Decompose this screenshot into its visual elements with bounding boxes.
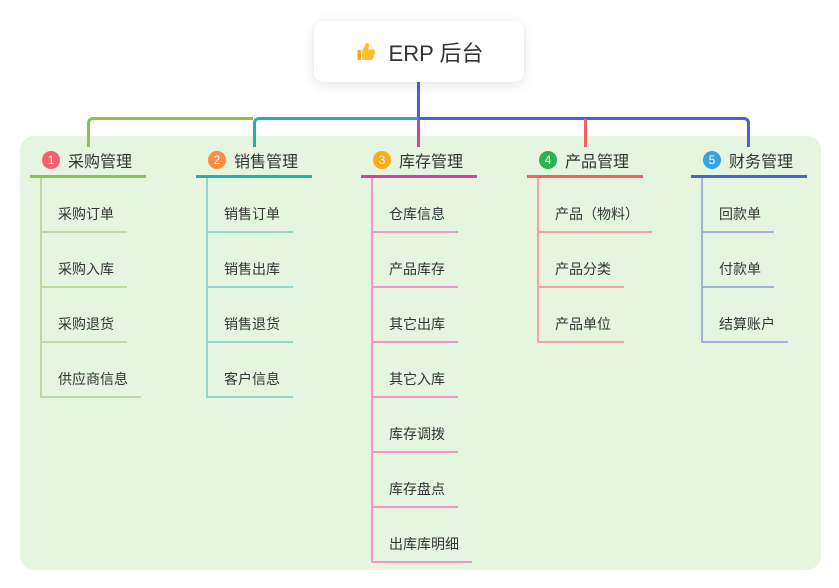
branch-label: 产品管理 (565, 154, 630, 171)
connector-branch-1 (87, 117, 253, 147)
connector-branch-3 (417, 119, 420, 147)
node-label: 产品库存 (373, 259, 458, 288)
branches-background-panel (20, 136, 821, 570)
mindmap-node[interactable]: 结算账户 (703, 288, 839, 343)
node-label: 采购退货 (42, 314, 127, 343)
branch-children: 产品（物料） 产品分类 产品单位 (537, 178, 692, 343)
node-label: 采购入库 (42, 259, 127, 288)
mindmap-node[interactable]: 销售出库 (208, 233, 361, 288)
node-label: 其它出库 (373, 314, 458, 343)
node-label: 付款单 (703, 259, 774, 288)
node-label: 库存盘点 (373, 479, 458, 508)
branch-label: 库存管理 (399, 154, 464, 171)
mindmap-node[interactable]: 库存调拨 (373, 398, 526, 453)
branch-header[interactable]: 3 库存管理 (361, 147, 477, 178)
node-label: 库存调拨 (373, 424, 458, 453)
branch-header[interactable]: 4 产品管理 (527, 147, 643, 178)
root-stem-line (417, 81, 420, 118)
branch-product-management: 4 产品管理 产品（物料） 产品分类 产品单位 (527, 147, 692, 343)
connector-branch-2 (253, 117, 418, 147)
mindmap-node[interactable]: 产品分类 (539, 233, 692, 288)
branch-label: 销售管理 (234, 154, 299, 171)
mindmap-node[interactable]: 产品（物料） (539, 178, 692, 233)
node-label: 产品（物料） (539, 204, 652, 233)
branch-sales-management: 2 销售管理 销售订单 销售出库 销售退货 客户信息 (196, 147, 361, 398)
mindmap-node[interactable]: 其它入库 (373, 343, 526, 398)
node-label: 销售退货 (208, 314, 293, 343)
root-node[interactable]: ERP 后台 (314, 21, 524, 82)
branch-header[interactable]: 2 销售管理 (196, 147, 312, 178)
mindmap-node[interactable]: 销售订单 (208, 178, 361, 233)
mindmap-node[interactable]: 库存盘点 (373, 453, 526, 508)
branch-label: 财务管理 (729, 154, 794, 171)
branch-finance-management: 5 财务管理 回款单 付款单 结算账户 (691, 147, 839, 343)
node-label: 回款单 (703, 204, 774, 233)
node-label: 产品单位 (539, 314, 624, 343)
branch-number-badge: 5 (703, 151, 721, 169)
mindmap-node[interactable]: 采购入库 (42, 233, 195, 288)
branch-header[interactable]: 5 财务管理 (691, 147, 807, 178)
mindmap-node[interactable]: 供应商信息 (42, 343, 195, 398)
mindmap-node[interactable]: 销售退货 (208, 288, 361, 343)
mindmap-node[interactable]: 仓库信息 (373, 178, 526, 233)
root-title: ERP 后台 (388, 40, 484, 66)
branch-number-badge: 3 (373, 151, 391, 169)
branch-inventory-management: 3 库存管理 仓库信息 产品库存 其它出库 其它入库 库存调拨 库存盘点 出库库… (361, 147, 526, 563)
node-label: 产品分类 (539, 259, 624, 288)
connector-branch-4 (584, 119, 587, 147)
connector-branch-5 (418, 117, 750, 147)
mindmap-node[interactable]: 采购退货 (42, 288, 195, 343)
node-label: 出库库明细 (373, 534, 472, 563)
mindmap-node[interactable]: 产品库存 (373, 233, 526, 288)
node-label: 销售出库 (208, 259, 293, 288)
thumbs-up-icon (355, 40, 379, 64)
node-label: 客户信息 (208, 369, 293, 398)
mindmap-node[interactable]: 产品单位 (539, 288, 692, 343)
branch-number-badge: 2 (208, 151, 226, 169)
node-label: 供应商信息 (42, 369, 141, 398)
node-label: 仓库信息 (373, 204, 458, 233)
mindmap-node[interactable]: 出库库明细 (373, 508, 526, 563)
mindmap-node[interactable]: 付款单 (703, 233, 839, 288)
mindmap-node[interactable]: 回款单 (703, 178, 839, 233)
node-label: 采购订单 (42, 204, 127, 233)
node-label: 其它入库 (373, 369, 458, 398)
mindmap-node[interactable]: 采购订单 (42, 178, 195, 233)
branch-children: 仓库信息 产品库存 其它出库 其它入库 库存调拨 库存盘点 出库库明细 (371, 178, 526, 563)
branch-children: 采购订单 采购入库 采购退货 供应商信息 (40, 178, 195, 398)
branch-children: 回款单 付款单 结算账户 (701, 178, 839, 343)
branch-header[interactable]: 1 采购管理 (30, 147, 146, 178)
branch-label: 采购管理 (68, 154, 133, 171)
mindmap-node[interactable]: 其它出库 (373, 288, 526, 343)
node-label: 结算账户 (703, 314, 788, 343)
branch-number-badge: 4 (539, 151, 557, 169)
branch-number-badge: 1 (42, 151, 60, 169)
branch-children: 销售订单 销售出库 销售退货 客户信息 (206, 178, 361, 398)
mindmap-node[interactable]: 客户信息 (208, 343, 361, 398)
branch-purchase-management: 1 采购管理 采购订单 采购入库 采购退货 供应商信息 (30, 147, 195, 398)
node-label: 销售订单 (208, 204, 293, 233)
